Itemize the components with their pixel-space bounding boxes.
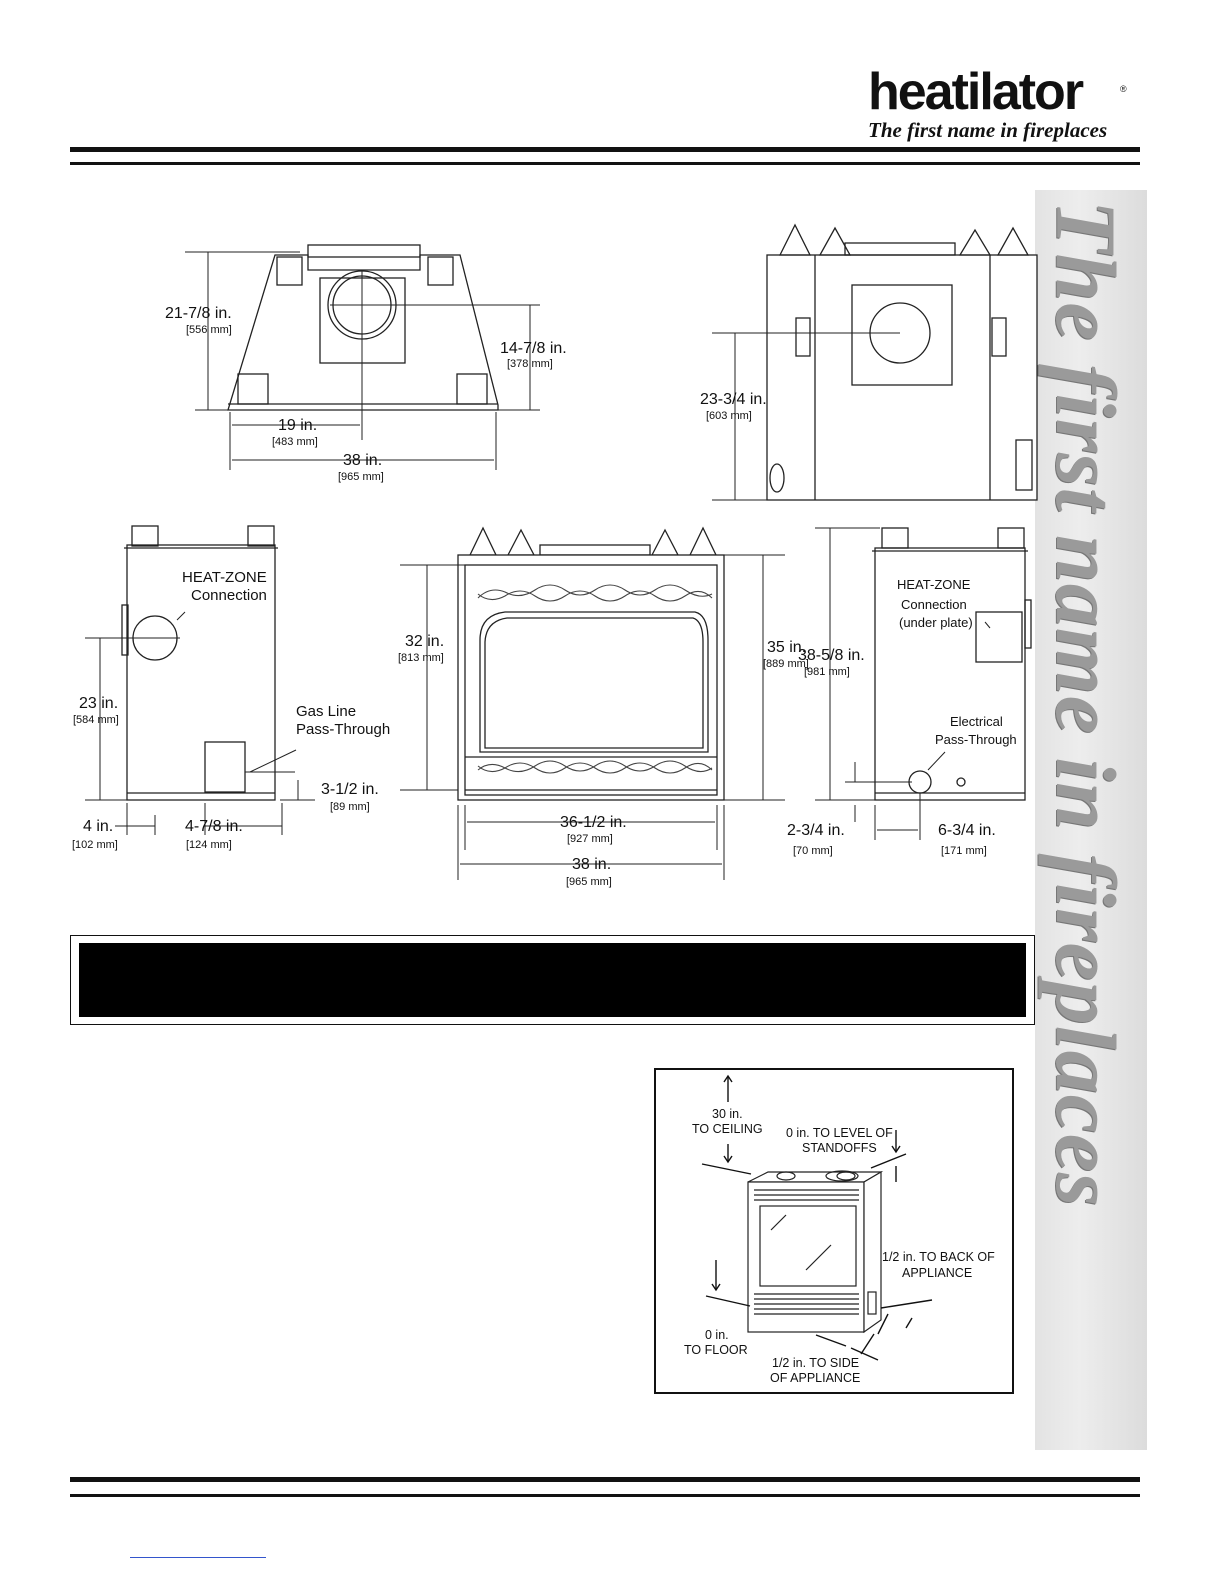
front-opening-width-label: 36-1/2 in. [560, 814, 627, 831]
registered-mark: ® [1120, 84, 1127, 94]
top-width-mm: [965 mm] [338, 471, 384, 483]
gas-line-label: Gas Line [296, 703, 357, 720]
right-height-mm: [981 mm] [804, 666, 850, 678]
header-rule-thick [70, 147, 1140, 152]
top-depth-label: 21-7/8 in. [165, 305, 232, 322]
left-offset-label: 4 in. [83, 818, 114, 835]
gas-passthrough-label: Pass-Through [296, 721, 391, 738]
right-height-label: 38-5/8 in. [798, 647, 865, 664]
footer-link-underline[interactable] [130, 1557, 266, 1558]
ceiling-clearance-sub: TO CEILING [692, 1122, 763, 1136]
top-center-mm: [483 mm] [272, 436, 318, 448]
gas-height-mm: [89 mm] [330, 801, 370, 813]
back-clearance-sub: APPLIANCE [902, 1266, 973, 1280]
front-opening-height-mm: [813 mm] [398, 652, 444, 664]
header-rule-thin [70, 162, 1140, 165]
gas-width-label: 4-7/8 in. [185, 818, 243, 835]
front-height-mm: [889 mm] [763, 658, 809, 670]
gas-width-mm: [124 mm] [186, 839, 232, 851]
clearances-drawing [701, 1074, 933, 1361]
front-opening-height-label: 32 in. [405, 633, 445, 650]
left-heatzone-label: HEAT-ZONE [182, 569, 267, 586]
back-height-label: 23-3/4 in. [700, 391, 767, 408]
back-height-mm: [603 mm] [706, 410, 752, 422]
left-height-mm: [584 mm] [73, 714, 119, 726]
side-clearance-label: 1/2 in. TO SIDE [772, 1356, 860, 1370]
right-heatzone-under-plate: (under plate) [899, 615, 973, 630]
footer-rule-thin [70, 1494, 1140, 1497]
top-flue-mm: [378 mm] [507, 358, 553, 370]
sidebar-band [1035, 190, 1147, 1450]
electrical-height-mm: [70 mm] [793, 845, 833, 857]
top-flue-label: 14-7/8 in. [500, 340, 567, 357]
floor-clearance-sub: TO FLOOR [684, 1343, 748, 1357]
gas-height-label: 3-1/2 in. [321, 781, 379, 798]
top-center-label: 19 in. [278, 417, 318, 434]
electrical-passthrough-label: Pass-Through [935, 732, 1017, 747]
standoff-clearance-label: 0 in. TO LEVEL OF [786, 1126, 893, 1140]
clearances-diagram: 30 in. TO CEILING 0 in. TO LEVEL OF STAN… [654, 1068, 1014, 1394]
section-banner [70, 935, 1035, 1025]
right-heatzone-label: HEAT-ZONE [897, 577, 971, 592]
left-offset-mm: [102 mm] [72, 839, 118, 851]
section-banner-fill [79, 943, 1026, 1017]
electrical-width-mm: [171 mm] [941, 845, 987, 857]
front-opening-width-mm: [927 mm] [567, 833, 613, 845]
electrical-height-label: 2-3/4 in. [787, 822, 845, 839]
floor-clearance-label: 0 in. [705, 1328, 729, 1342]
top-width-label: 38 in. [343, 452, 383, 469]
back-clearance-label: 1/2 in. TO BACK OF [882, 1250, 995, 1264]
front-width-label: 38 in. [572, 856, 612, 873]
front-width-mm: [965 mm] [566, 876, 612, 888]
electrical-width-label: 6-3/4 in. [938, 822, 996, 839]
standoff-clearance-sub: STANDOFFS [802, 1141, 877, 1155]
front-height-label: 35 in. [767, 639, 807, 656]
logo-wordmark: heatilator [868, 63, 1084, 121]
side-clearance-sub: OF APPLIANCE [770, 1371, 861, 1385]
electrical-label: Electrical [950, 714, 1003, 729]
ceiling-clearance-label: 30 in. [712, 1107, 743, 1121]
logo-tagline: The first name in fireplaces [868, 118, 1108, 142]
top-depth-mm: [556 mm] [186, 324, 232, 336]
brand-logo: heatilator ® The first name in fireplace… [868, 66, 1138, 146]
left-heatzone-sub: Connection [191, 587, 267, 604]
footer-rule-thick [70, 1477, 1140, 1482]
right-heatzone-sub: Connection [901, 597, 967, 612]
left-height-label: 23 in. [79, 695, 119, 712]
